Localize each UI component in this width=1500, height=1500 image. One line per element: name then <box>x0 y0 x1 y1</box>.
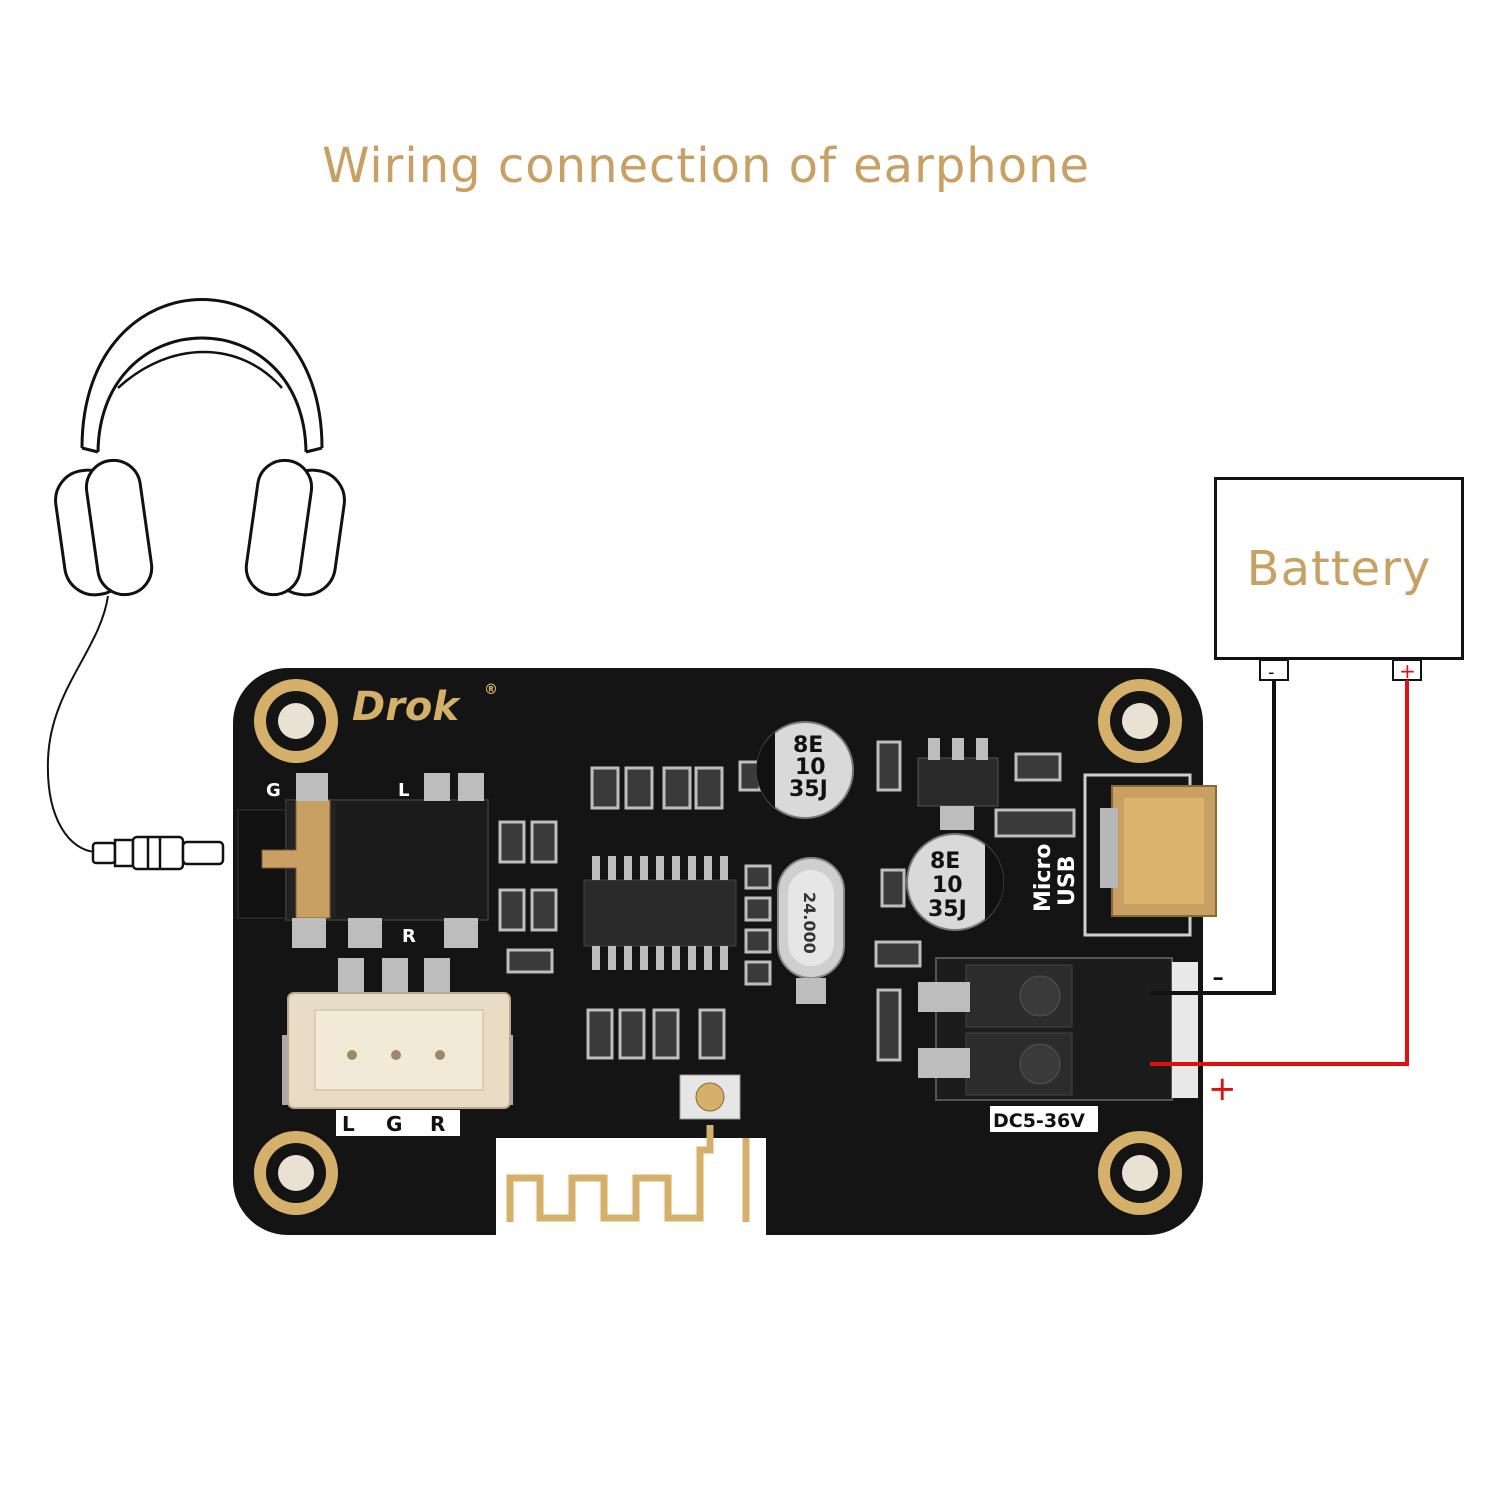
audio-plug-icon <box>91 835 225 871</box>
antenna <box>496 1074 766 1235</box>
main-ic <box>583 856 737 970</box>
cap1-line1: 8E <box>793 733 823 758</box>
terminal-neg-label: - <box>1212 957 1224 997</box>
usb-label-line1: Micro <box>1031 844 1056 912</box>
terminal-pos-label: + <box>1208 1069 1237 1109</box>
capacitor-2 <box>906 833 1004 931</box>
wire-positive <box>1150 680 1409 1066</box>
battery-neg-symbol: - <box>1268 662 1275 683</box>
pin-header <box>282 958 513 1109</box>
cap1-line3: 35J <box>789 777 828 802</box>
jack-label-l: L <box>398 780 409 801</box>
cap2-line3: 35J <box>928 897 967 922</box>
usb-label-line2: USB <box>1055 856 1080 906</box>
header-label-g: G <box>386 1112 402 1136</box>
capacitor-1 <box>756 721 854 819</box>
crystal-oscillator <box>777 857 845 1004</box>
wire-negative <box>1150 680 1276 995</box>
audio-jack <box>237 773 489 948</box>
battery-box: Battery <box>1214 477 1464 660</box>
header-label-l: L <box>342 1112 355 1136</box>
jack-label-r: R <box>402 926 416 947</box>
cap2-line1: 8E <box>930 849 960 874</box>
pcb-board-icon: Drok ® G L R <box>233 668 1217 1235</box>
jack-label-g: G <box>266 780 281 801</box>
battery-label: Battery <box>1246 540 1432 597</box>
screw-terminal <box>918 957 1198 1101</box>
registered-mark: ® <box>484 682 498 698</box>
voltage-regulator <box>917 738 999 830</box>
header-label-r: R <box>430 1112 445 1136</box>
micro-usb-port <box>1100 785 1217 917</box>
page-title: Wiring connection of earphone <box>321 138 1091 194</box>
headphones-icon <box>46 298 346 853</box>
smd-components <box>498 740 1076 1062</box>
cap1-line2: 10 <box>795 755 826 780</box>
brand-logo: Drok <box>352 684 461 730</box>
crystal-label: 24.000 <box>800 892 819 954</box>
battery-pos-symbol: + <box>1399 659 1416 683</box>
cap2-line2: 10 <box>932 873 963 898</box>
power-label: DC5-36V <box>993 1110 1085 1132</box>
